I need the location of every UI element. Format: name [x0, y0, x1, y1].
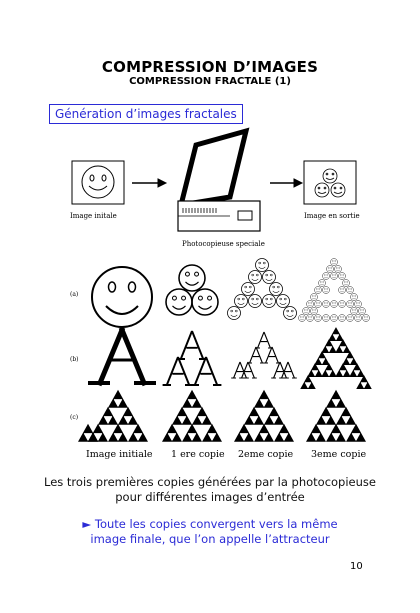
- row-label-c: (c): [70, 414, 79, 421]
- column-label-initial: Image initiale: [86, 449, 153, 460]
- note-line-2: image finale, que l’on appelle l’attract…: [90, 532, 330, 546]
- note-line-1-text: Toute les copies convergent vers la même: [94, 517, 338, 531]
- column-label-copy-1: 1 ere copie: [171, 449, 225, 460]
- output-image-frame: [303, 160, 357, 205]
- iteration-grid: [78, 258, 372, 442]
- photocopier-label: Photocopieuse speciale: [182, 240, 265, 248]
- row-a-copy-3: [298, 258, 370, 322]
- note-line-1: ► Toute les copies convergent vers la mê…: [0, 517, 420, 532]
- column-label-copy-3: 3eme copie: [311, 449, 367, 460]
- bullet-arrow-icon: ►: [82, 517, 92, 531]
- page-number: 10: [350, 561, 363, 572]
- figure-caption: Les trois premières copies générées par …: [0, 475, 420, 505]
- row-b-copy-3: [300, 327, 372, 390]
- arrow-right-icon: [270, 178, 304, 188]
- row-c-copy-1: [162, 390, 222, 442]
- smiley-triplet-icon: [314, 168, 346, 198]
- page-title: COMPRESSION D’IMAGES: [101, 58, 319, 76]
- row-a-copy-1: [165, 264, 219, 316]
- row-b-initial-letter-a: [88, 326, 156, 387]
- smiley-icon: [81, 165, 115, 199]
- input-image-frame: [71, 160, 125, 205]
- photocopier-icon: [177, 127, 261, 232]
- section-heading: Génération d’images fractales: [49, 104, 243, 124]
- row-c-copy-2: [234, 390, 294, 442]
- arrow-right-icon: [132, 178, 168, 188]
- row-c-copy-3: [306, 390, 366, 442]
- page-subtitle: COMPRESSION FRACTALE (1): [129, 76, 291, 87]
- caption-line-1: Les trois premières copies générées par …: [44, 475, 376, 489]
- row-b-copy-2: [230, 331, 298, 379]
- row-label-b: (b): [70, 356, 79, 363]
- input-image-label: Image initale: [70, 212, 117, 220]
- caption-line-2: pour différentes images d’entrée: [115, 490, 305, 504]
- conclusion-note: ► Toute les copies convergent vers la mê…: [0, 517, 420, 547]
- row-b-copy-1: [161, 330, 223, 386]
- output-image-label: Image en sortie: [304, 212, 360, 220]
- photocopier-diagram: [71, 127, 357, 232]
- row-a-initial-smiley: [91, 266, 153, 328]
- row-c-initial: [78, 390, 148, 442]
- column-label-copy-2: 2eme copie: [238, 449, 294, 460]
- row-label-a: (a): [70, 291, 79, 298]
- row-a-copy-2: [227, 258, 297, 320]
